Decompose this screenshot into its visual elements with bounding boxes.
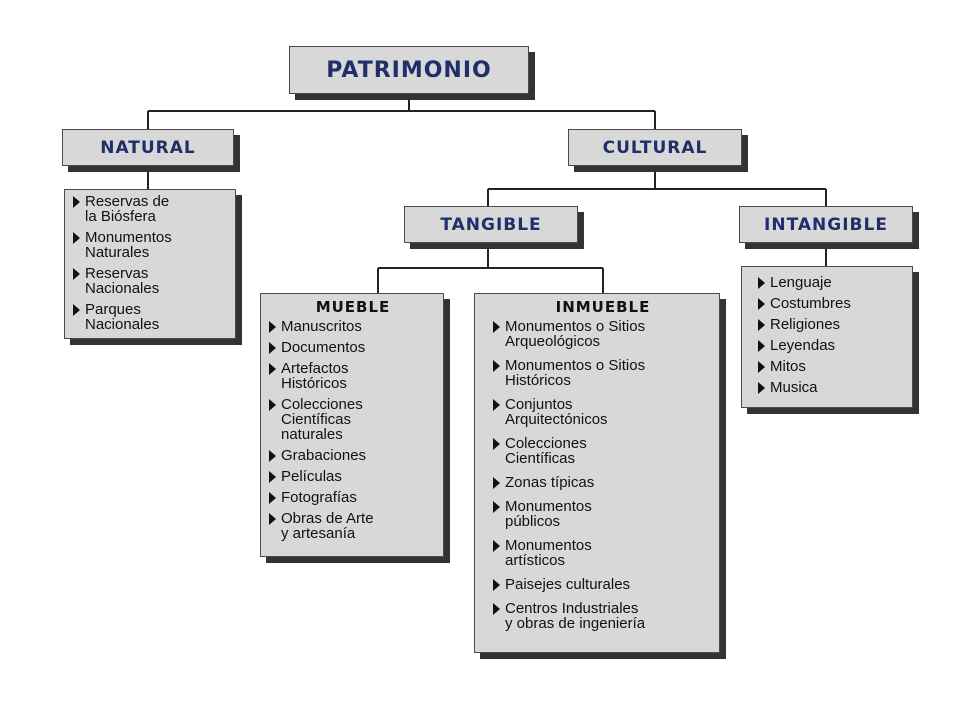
natural-list: Reservas de la Biósfera Monumentos Natur… xyxy=(64,189,236,339)
triangle-bullet-icon xyxy=(269,513,276,525)
list-item: Artefactos Históricos xyxy=(269,361,437,391)
list-item: Obras de Arte y artesanía xyxy=(269,511,437,541)
triangle-bullet-icon xyxy=(269,342,276,354)
triangle-bullet-icon xyxy=(493,321,500,333)
list-item: Monumentos o Sitios Históricos xyxy=(493,358,713,388)
triangle-bullet-icon xyxy=(269,450,276,462)
patrimonio-label: PATRIMONIO xyxy=(326,57,492,83)
triangle-bullet-icon xyxy=(758,340,765,352)
list-item: Musica xyxy=(758,380,906,395)
list-item: Monumentos artísticos xyxy=(493,538,713,568)
triangle-bullet-icon xyxy=(73,232,80,244)
list-item: Conjuntos Arquitectónicos xyxy=(493,397,713,427)
triangle-bullet-icon xyxy=(493,438,500,450)
list-item: Manuscritos xyxy=(269,319,437,334)
triangle-bullet-icon xyxy=(758,298,765,310)
triangle-bullet-icon xyxy=(493,501,500,513)
triangle-bullet-icon xyxy=(493,477,500,489)
list-item: Monumentos Naturales xyxy=(73,230,229,260)
cultural-label: CULTURAL xyxy=(602,137,708,158)
triangle-bullet-icon xyxy=(493,603,500,615)
list-item: Centros Industriales y obras de ingenier… xyxy=(493,601,713,631)
triangle-bullet-icon xyxy=(269,321,276,333)
triangle-bullet-icon xyxy=(493,360,500,372)
intangible-node: INTANGIBLE xyxy=(739,206,913,243)
triangle-bullet-icon xyxy=(269,363,276,375)
list-item: Monumentos públicos xyxy=(493,499,713,529)
list-item: Paisejes culturales xyxy=(493,577,713,592)
list-item: Mitos xyxy=(758,359,906,374)
cultural-node: CULTURAL xyxy=(568,129,742,166)
natural-node: NATURAL xyxy=(62,129,234,166)
triangle-bullet-icon xyxy=(269,399,276,411)
intangible-label: INTANGIBLE xyxy=(764,214,888,235)
list-item: Fotografías xyxy=(269,490,437,505)
triangle-bullet-icon xyxy=(73,268,80,280)
triangle-bullet-icon xyxy=(73,304,80,316)
list-item: Religiones xyxy=(758,317,906,332)
list-item: Películas xyxy=(269,469,437,484)
triangle-bullet-icon xyxy=(73,196,80,208)
natural-label: NATURAL xyxy=(100,137,196,158)
triangle-bullet-icon xyxy=(758,382,765,394)
list-item: Lenguaje xyxy=(758,275,906,290)
intangible-list: Lenguaje Costumbres Religiones Leyendas … xyxy=(741,266,913,408)
list-item: Colecciones Científicas xyxy=(493,436,713,466)
mueble-title: MUEBLE xyxy=(315,298,391,316)
triangle-bullet-icon xyxy=(269,471,276,483)
inmueble-title: INMUEBLE xyxy=(555,298,651,316)
triangle-bullet-icon xyxy=(493,579,500,591)
tangible-label: TANGIBLE xyxy=(440,214,542,235)
list-item: Reservas de la Biósfera xyxy=(73,194,229,224)
list-item: Colecciones Científicas naturales xyxy=(269,397,437,442)
list-item: Reservas Nacionales xyxy=(73,266,229,296)
triangle-bullet-icon xyxy=(269,492,276,504)
triangle-bullet-icon xyxy=(493,540,500,552)
inmueble-list: INMUEBLE Monumentos o Sitios Arqueológic… xyxy=(474,293,720,653)
list-item: Documentos xyxy=(269,340,437,355)
triangle-bullet-icon xyxy=(758,361,765,373)
triangle-bullet-icon xyxy=(758,319,765,331)
list-item: Grabaciones xyxy=(269,448,437,463)
list-item: Costumbres xyxy=(758,296,906,311)
list-item: Parques Nacionales xyxy=(73,302,229,332)
list-item: Monumentos o Sitios Arqueológicos xyxy=(493,319,713,349)
tangible-node: TANGIBLE xyxy=(404,206,578,243)
list-item: Zonas típicas xyxy=(493,475,713,490)
list-item: Leyendas xyxy=(758,338,906,353)
mueble-list: MUEBLE Manuscritos Documentos Artefactos… xyxy=(260,293,444,557)
patrimonio-node: PATRIMONIO xyxy=(289,46,529,94)
triangle-bullet-icon xyxy=(758,277,765,289)
triangle-bullet-icon xyxy=(493,399,500,411)
